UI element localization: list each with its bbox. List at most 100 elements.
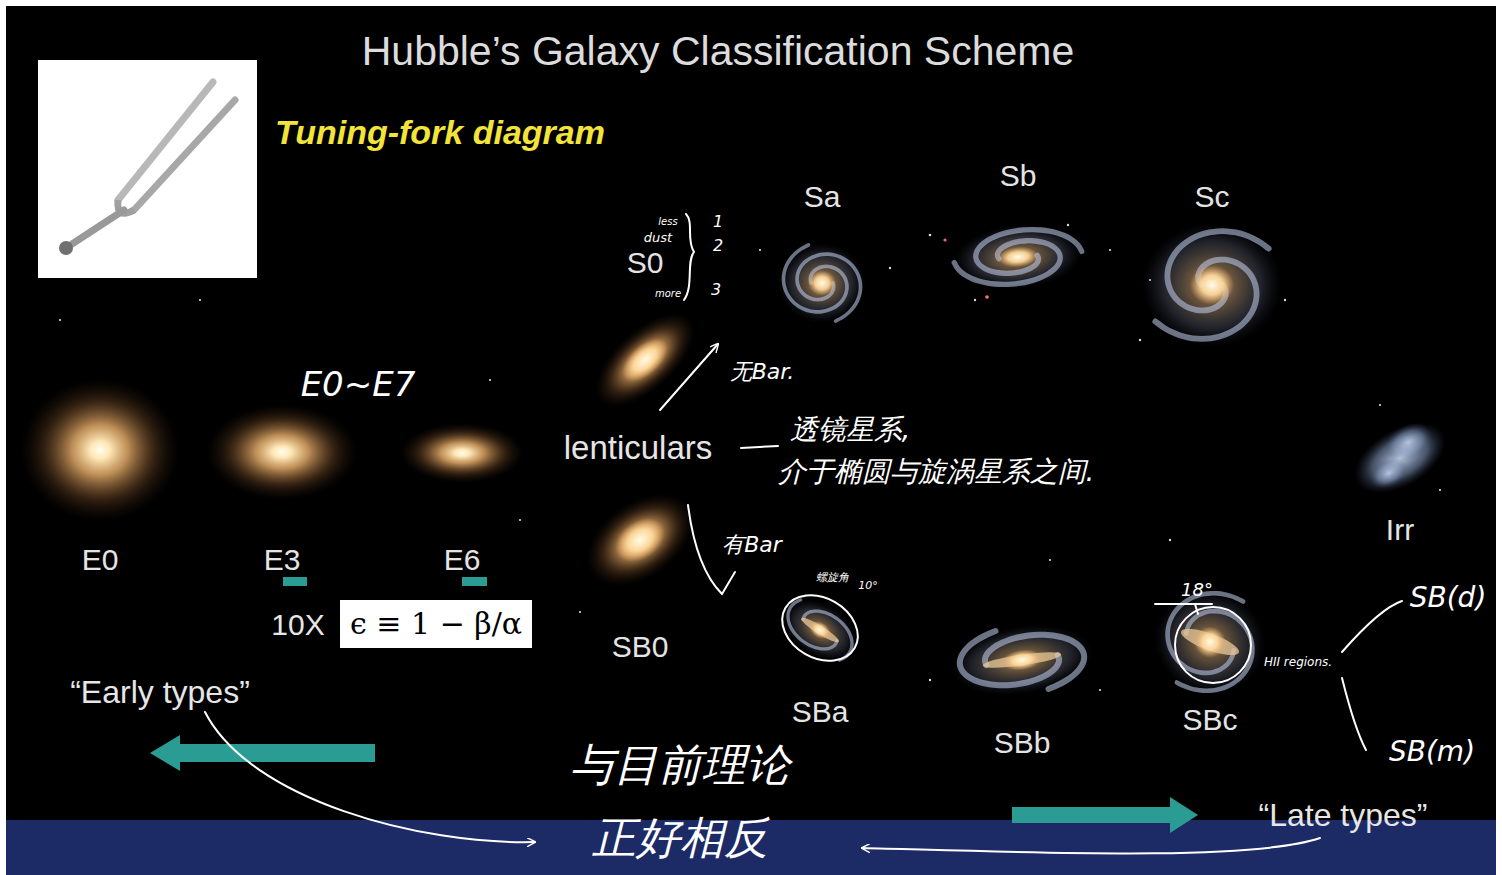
curved-arrow <box>862 838 1320 854</box>
galaxy-picture <box>1142 223 1282 347</box>
galaxy-bulge <box>806 617 833 642</box>
spiral-arm <box>1168 602 1263 704</box>
galaxy-picture <box>400 423 524 483</box>
handwritten-note: SB(m) <box>1389 736 1475 768</box>
galaxy-picture <box>206 404 358 500</box>
spiral-arm <box>953 238 1062 289</box>
star <box>759 249 761 251</box>
handwritten-note: E0~E7 <box>301 365 416 404</box>
star <box>1109 249 1111 251</box>
handwritten-note: more <box>655 288 681 300</box>
galaxy-bulge <box>614 330 676 390</box>
galaxy-bulge <box>1001 647 1044 673</box>
formula-box: ϵ ≡ 1 − β/α <box>340 600 532 648</box>
elliptical-galaxy <box>20 378 180 522</box>
galaxy-picture <box>569 474 711 605</box>
angle-tick <box>1195 604 1198 614</box>
galaxy-node: Sa <box>772 176 872 327</box>
galaxy-node: E3 <box>200 400 364 581</box>
galaxy-picture <box>951 220 1084 295</box>
sequence-label: “Late types” <box>1259 797 1428 834</box>
marker-bar <box>283 577 307 586</box>
galaxy-node: SBa <box>777 595 862 733</box>
star <box>1099 689 1101 691</box>
tuning-fork-picture <box>38 60 257 278</box>
galaxy-bulge <box>607 509 673 571</box>
leader-line <box>1342 678 1366 750</box>
galaxy-node: Sb <box>948 155 1088 294</box>
galaxy-type-label: E3 <box>264 543 301 578</box>
fork-ball <box>59 241 73 255</box>
galaxy-bulge <box>808 270 836 296</box>
handwritten-number: 3 <box>711 281 721 299</box>
spiral-disk <box>778 243 866 323</box>
handwritten-note: HII regions. <box>1264 656 1332 670</box>
marker-bar <box>462 577 487 586</box>
leader-line <box>1342 601 1402 652</box>
galaxy-node: SBc <box>1148 586 1271 742</box>
arrow-shaft <box>178 744 375 762</box>
slide-background <box>6 6 1496 875</box>
galaxy-type-label: Sb <box>1000 159 1037 194</box>
handwritten-marks <box>205 214 1402 854</box>
star <box>929 234 932 237</box>
circle-mark <box>770 582 869 674</box>
elliptical-galaxy <box>206 404 358 500</box>
handwritten-angle: 18° <box>1181 580 1213 601</box>
galaxy-picture <box>778 243 866 323</box>
galaxy-node: S0 <box>589 242 702 411</box>
handwritten-angle: 10° <box>858 580 878 593</box>
elliptical-galaxy <box>400 423 524 483</box>
angle-line <box>1155 603 1212 605</box>
subtitle: Tuning-fork diagram <box>275 113 605 152</box>
handwritten-note: 透镜星系, <box>790 414 911 446</box>
galaxy-bar <box>799 615 841 645</box>
galaxy-bulge <box>1190 622 1230 662</box>
scale-note: 10X <box>271 608 324 643</box>
galaxy-type-label: S0 <box>627 246 664 281</box>
handwritten-note: 螺旋角 <box>816 572 849 585</box>
star <box>1284 299 1286 301</box>
galaxy-type-label: SB0 <box>612 630 669 665</box>
handwritten-note: SB(d) <box>1410 582 1487 614</box>
galaxy-type-label: Sa <box>804 180 841 215</box>
galaxy-bulge <box>1190 265 1235 305</box>
star <box>974 299 976 301</box>
galaxy-node: E0 <box>14 374 186 581</box>
galaxy-picture <box>579 296 711 424</box>
ellipticity-formula: ϵ ≡ 1 − β/α <box>350 607 522 642</box>
spiral-arm <box>1157 579 1252 681</box>
star <box>943 238 946 241</box>
spiral-arm <box>783 245 846 312</box>
spiral-disk <box>951 220 1084 295</box>
brace <box>684 214 694 300</box>
type-arrows <box>150 577 1198 833</box>
spiral-disk <box>1140 574 1281 710</box>
star <box>985 295 989 299</box>
lenticular-disk <box>579 296 711 424</box>
fork-prong <box>134 100 235 210</box>
leader-arrow <box>660 344 718 410</box>
group-label: lenticulars <box>564 429 713 467</box>
leader-line <box>741 446 778 448</box>
arrow-shaft <box>1012 807 1172 823</box>
spiral-arm <box>982 628 1088 697</box>
spiral-disk <box>946 616 1098 703</box>
fork-handle <box>72 210 124 244</box>
star <box>59 319 61 321</box>
galaxy-pictures <box>20 220 1458 710</box>
star <box>519 519 521 521</box>
star <box>929 679 931 681</box>
galaxy-picture <box>1140 574 1281 710</box>
handwritten-note: 有Bar <box>722 532 782 557</box>
handwritten-note: 与目前理论 <box>570 740 790 791</box>
galaxy-node: Sc <box>1136 176 1288 351</box>
curved-arrow <box>205 712 535 842</box>
arrow-head <box>1170 797 1198 833</box>
handwritten-number: 1 <box>713 213 723 231</box>
handwritten-number: 2 <box>713 237 723 255</box>
star <box>489 379 491 381</box>
star <box>1169 539 1171 541</box>
star <box>1049 559 1051 561</box>
handwritten-note: 介于椭圆与旋涡星系之间. <box>778 456 1095 488</box>
